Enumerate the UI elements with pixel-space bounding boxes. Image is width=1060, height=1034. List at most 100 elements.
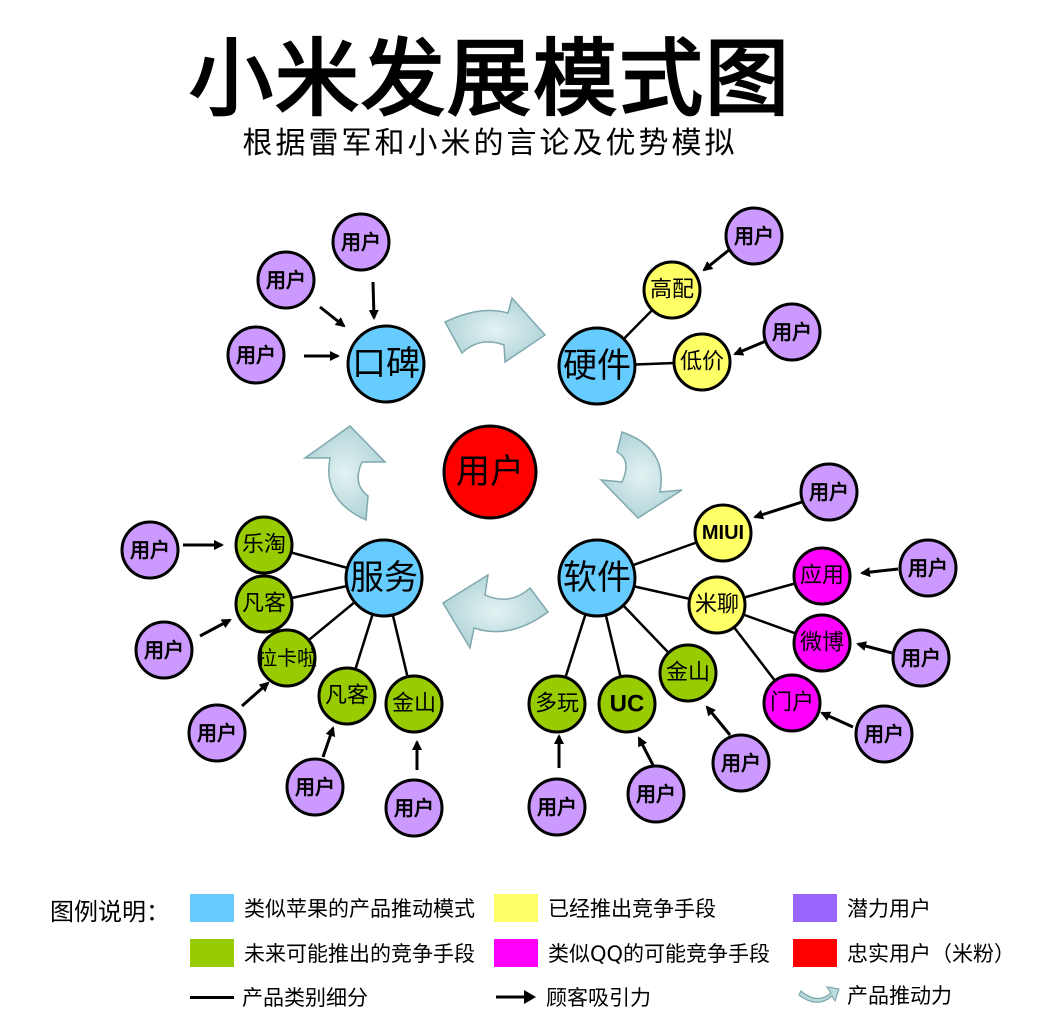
node-letao-circle	[234, 515, 294, 575]
push-arrow-bottom	[441, 573, 550, 651]
user-node-1: 用户	[331, 212, 391, 272]
push-arrow-left	[302, 425, 387, 522]
node-uc-label: UC	[610, 691, 645, 718]
legend-item-loyal-users: 忠实用户（米粉）	[793, 938, 1015, 968]
user-node-10-circle	[711, 733, 771, 793]
legend-push-arrow-icon	[798, 986, 840, 1003]
legend-item-push: 产品推动力	[797, 980, 952, 1010]
node-jinshan-service-label: 金山	[392, 692, 436, 717]
user-node-10-label: 用户	[721, 751, 761, 775]
user-node-15-label: 用户	[197, 721, 237, 745]
user-node-3-circle	[226, 325, 286, 385]
node-dijia-circle	[672, 332, 732, 392]
node-fanke-2: 凡客	[317, 666, 377, 726]
hub-koubei-label: 口碑	[352, 344, 420, 384]
user-node-16: 用户	[285, 757, 345, 817]
legend-item-attraction: 顾客吸引力	[494, 982, 651, 1012]
user-node-13-circle	[120, 520, 180, 580]
user-node-1-label: 用户	[341, 230, 381, 254]
user-node-11-circle	[626, 764, 686, 824]
hub-koubei: 口碑	[346, 324, 426, 404]
legend-label: 产品类别细分	[242, 986, 368, 1010]
legend-item-qq-like: 类似QQ的可能竞争手段	[494, 938, 770, 968]
node-fanke-1-label: 凡客	[242, 592, 286, 617]
legend-item-launched: 已经推出竞争手段	[494, 893, 716, 923]
legend-item-potential-users: 潜力用户	[793, 893, 931, 923]
center-user-node-circle	[442, 424, 538, 520]
legend-swatch-magenta	[494, 939, 538, 967]
legend-item-future: 未来可能推出的竞争手段	[190, 938, 475, 968]
user-node-4-label: 用户	[734, 224, 774, 248]
user-node-13-label: 用户	[130, 538, 170, 562]
user-node-8-circle	[891, 628, 951, 688]
user-node-17: 用户	[384, 778, 444, 838]
center-user-node-label: 用户	[456, 452, 524, 492]
node-dijia-label: 低价	[680, 350, 724, 375]
node-miliao: 米聊	[687, 575, 747, 635]
node-lakala-label: 拉卡啦	[257, 646, 317, 670]
user-node-2-circle	[256, 250, 316, 310]
legend-swatch-purple	[793, 894, 837, 922]
hub-ruanjian-label: 软件	[563, 558, 631, 598]
node-duowan: 多玩	[527, 674, 587, 734]
user-node-2: 用户	[256, 250, 316, 310]
user-node-15-circle	[187, 703, 247, 763]
legend-label: 忠实用户（米粉）	[847, 942, 1015, 966]
user-node-16-label: 用户	[295, 775, 335, 799]
node-jinshan-service-circle	[384, 674, 444, 734]
node-miliao-circle	[687, 575, 747, 635]
legend-label: 已经推出竞争手段	[548, 897, 716, 921]
legend-item-category-line: 产品类别细分	[190, 982, 368, 1012]
user-node-7: 用户	[898, 538, 958, 598]
hub-ruanjian-circle	[557, 538, 637, 618]
user-node-4: 用户	[724, 206, 784, 266]
user-node-6-label: 用户	[809, 480, 849, 504]
hub-yingjian: 硬件	[557, 326, 637, 406]
legend-label: 类似苹果的产品推动模式	[244, 897, 475, 921]
legend-label: 顾客吸引力	[546, 986, 651, 1010]
node-fanke-1: 凡客	[234, 574, 294, 634]
user-node-12-circle	[527, 777, 587, 837]
user-node-14: 用户	[134, 620, 194, 680]
node-jinshan-software-label: 金山	[666, 661, 710, 686]
page-title: 小米发展模式图	[188, 30, 791, 128]
legend-title: 图例说明：	[50, 898, 170, 926]
user-node-6-circle	[799, 462, 859, 522]
legend-item-apple-mode: 类似苹果的产品推动模式	[190, 893, 475, 923]
node-jinshan-service: 金山	[384, 674, 444, 734]
legend-label: 潜力用户	[847, 897, 931, 921]
push-arrow-right	[599, 431, 683, 519]
hub-koubei-circle	[346, 324, 426, 404]
user-node-5: 用户	[762, 302, 822, 362]
node-yingyong-circle	[792, 546, 852, 606]
node-duowan-circle	[527, 674, 587, 734]
user-node-9-label: 用户	[864, 722, 904, 746]
node-uc-circle	[597, 674, 657, 734]
node-lakala: 拉卡啦	[257, 628, 317, 688]
legend-label: 产品推动力	[847, 984, 952, 1008]
node-miui-label: MIUI	[702, 522, 744, 544]
user-node-2-label: 用户	[266, 268, 306, 292]
node-duowan-label: 多玩	[535, 692, 579, 717]
node-letao-label: 乐淘	[242, 533, 286, 558]
node-gaopei-circle	[642, 260, 702, 320]
node-weibo-label: 微博	[800, 631, 844, 656]
user-node-13: 用户	[120, 520, 180, 580]
node-weibo: 微博	[792, 613, 852, 673]
node-menhu: 门户	[762, 673, 822, 733]
user-node-5-circle	[762, 302, 822, 362]
legend-swatch-green	[190, 939, 234, 967]
user-node-8-label: 用户	[901, 646, 941, 670]
node-gaopei: 高配	[642, 260, 702, 320]
hub-ruanjian: 软件	[557, 538, 637, 618]
node-fanke-1-circle	[234, 574, 294, 634]
legend-label: 类似QQ的可能竞争手段	[548, 942, 771, 966]
node-miui-circle	[693, 503, 753, 563]
user-node-17-circle	[384, 778, 444, 838]
user-node-11-label: 用户	[636, 782, 676, 806]
user-node-1-circle	[331, 212, 391, 272]
node-fanke-2-circle	[317, 666, 377, 726]
node-jinshan-software-circle	[658, 643, 718, 703]
node-dijia: 低价	[672, 332, 732, 392]
